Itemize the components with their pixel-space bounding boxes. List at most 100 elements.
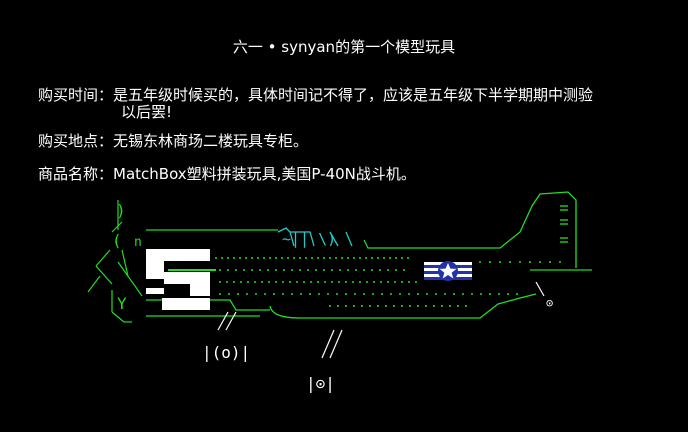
panel-dot: [387, 281, 389, 283]
panel-dot: [227, 269, 229, 271]
panel-dot: [299, 257, 301, 259]
panel-dot: [409, 305, 411, 307]
panel-dot: [251, 269, 253, 271]
product-name-paragraph: 商品名称：MatchBox塑料拼装玩具,美国P-40N战斗机。: [38, 166, 416, 183]
canopy-glyph: ~|| \): [282, 230, 336, 248]
panel-dot: [309, 293, 311, 295]
panel-dot: [246, 293, 248, 295]
panel-dot: [338, 281, 340, 283]
fuselage-outline: [146, 191, 592, 319]
panel-dot: [353, 257, 355, 259]
panel-dot: [282, 281, 284, 283]
panel-dot: [399, 293, 401, 295]
panel-dot: [401, 257, 403, 259]
panel-dot: [257, 257, 259, 259]
panel-dot: [509, 261, 511, 263]
panel-dot: [380, 281, 382, 283]
panel-dot: [283, 269, 285, 271]
tail-wheel-glyph: ⊙: [546, 296, 553, 310]
panel-dot: [303, 281, 305, 283]
panel-dot: [318, 293, 320, 295]
panel-dot: [329, 257, 331, 259]
panel-dot: [381, 293, 383, 295]
panel-dot: [377, 305, 379, 307]
purchase-place-value: 无锡东林商场二楼玩具专柜。: [113, 132, 309, 150]
nose-n-glyph: n: [134, 235, 142, 250]
panel-dot: [359, 257, 361, 259]
panel-dot: [227, 257, 229, 259]
panel-dot: [449, 305, 451, 307]
panel-dot: [251, 257, 253, 259]
landing-gear-struts: [217, 281, 545, 359]
panel-dots: [215, 257, 561, 307]
main-wheel-right: |⊙|: [306, 374, 335, 393]
panel-dot: [352, 281, 354, 283]
panel-dot: [267, 269, 269, 271]
panel-dot: [403, 269, 405, 271]
panel-dot: [353, 305, 355, 307]
panel-dot: [444, 293, 446, 295]
panel-dot: [498, 293, 500, 295]
panel-dot: [275, 269, 277, 271]
panel-dot: [293, 257, 295, 259]
panel-dot: [371, 257, 373, 259]
panel-dot: [305, 257, 307, 259]
panel-dot: [347, 269, 349, 271]
panel-dot: [359, 281, 361, 283]
panel-dot: [363, 269, 365, 271]
purchase-place-label: 购买地点：: [38, 132, 114, 150]
panel-dot: [369, 305, 371, 307]
panel-dot: [317, 257, 319, 259]
propeller-bottom-glyph: Y: [117, 294, 127, 313]
panel-dot: [240, 281, 242, 283]
panel-dot: [389, 257, 391, 259]
panel-dot: [393, 305, 395, 307]
panel-dot: [219, 293, 221, 295]
panel-dot: [471, 293, 473, 295]
panel-dot: [255, 293, 257, 295]
panel-dot: [219, 281, 221, 283]
panel-dot: [219, 269, 221, 271]
panel-dot: [365, 257, 367, 259]
panel-dot: [435, 293, 437, 295]
panel-dot: [275, 257, 277, 259]
panel-dot: [296, 281, 298, 283]
panel-dot: [426, 293, 428, 295]
panel-dot: [263, 257, 265, 259]
panel-dot: [499, 261, 501, 263]
canopy: ~|| \): [277, 227, 353, 248]
panel-dot: [226, 281, 228, 283]
panel-dot: [310, 281, 312, 283]
panel-dot: [549, 261, 551, 263]
panel-dot: [372, 293, 374, 295]
panel-dot: [233, 257, 235, 259]
panel-dot: [433, 305, 435, 307]
panel-dot: [327, 293, 329, 295]
star-insignia: [424, 261, 472, 281]
panel-dot: [479, 261, 481, 263]
panel-dot: [287, 257, 289, 259]
panel-dot: [395, 257, 397, 259]
panel-dot: [366, 281, 368, 283]
panel-dot: [228, 293, 230, 295]
panel-dot: [415, 281, 417, 283]
panel-dot: [361, 305, 363, 307]
product-name-label: 商品名称：: [38, 165, 114, 183]
panel-dot: [489, 261, 491, 263]
panel-dot: [291, 293, 293, 295]
propeller-lines: [87, 200, 143, 323]
main-wheel-left-glyph: |(o)|: [202, 343, 250, 362]
panel-dot: [215, 257, 217, 259]
panel-dot: [311, 257, 313, 259]
panel-dot: [269, 257, 271, 259]
panel-dot: [559, 261, 561, 263]
panel-dot: [239, 257, 241, 259]
panel-dot: [395, 269, 397, 271]
panel-dot: [383, 257, 385, 259]
tail-markings: [560, 205, 568, 243]
panel-dot: [329, 305, 331, 307]
page-title: 六一 • synyan的第一个模型玩具: [232, 38, 456, 56]
tail-wheel: ⊙: [546, 296, 553, 310]
panel-dot: [345, 281, 347, 283]
